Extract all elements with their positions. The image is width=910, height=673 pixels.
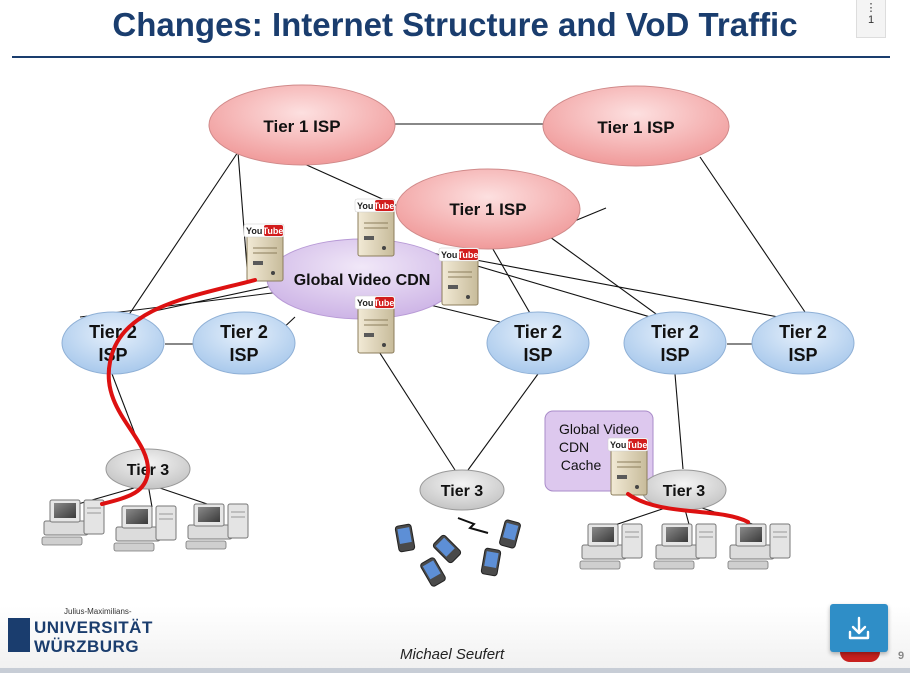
tier2-isp-node: Tier 2 ISP (623, 311, 727, 375)
title-divider (12, 56, 890, 58)
mobile-phone-icon (480, 547, 502, 577)
svg-text:Tube: Tube (458, 250, 479, 260)
page-number: 9 (898, 650, 905, 662)
mobile-phone-icon (419, 556, 447, 588)
tier2-isp-label-line1: Tier 2 (514, 322, 562, 342)
tier2-isp-label-line2: ISP (788, 345, 817, 365)
download-button[interactable] (830, 604, 888, 652)
mobile-phone-icon (498, 518, 522, 550)
tier2-isp-node: Tier 2 ISP (61, 311, 165, 375)
page-tab[interactable]: ⋮1 (856, 0, 886, 38)
tier2-isp-label-line2: ISP (229, 345, 258, 365)
desktop-computer-icon (727, 523, 791, 570)
tier2-isp-label-line1: Tier 2 (651, 322, 699, 342)
slide-title: Changes: Internet Structure and VoD Traf… (112, 6, 798, 43)
tier1-isp-node: Tier 1 ISP (208, 84, 396, 166)
svg-text:You: You (441, 250, 457, 260)
tier3-isp-label: Tier 3 (663, 483, 706, 500)
desktop-computer-icon (113, 505, 177, 552)
wireless-bolt-icon (457, 517, 489, 534)
author-name: Michael Seufert (400, 646, 505, 663)
desktop-computer-icon (41, 499, 105, 546)
tier2-isp-node: Tier 2 ISP (486, 311, 590, 375)
tier2-isp-node: Tier 2 ISP (751, 311, 855, 375)
tier1-isp-node: Tier 1 ISP (395, 168, 581, 250)
mobile-phone-icon (431, 533, 463, 565)
tier2-isp-label-line1: Tier 2 (220, 322, 268, 342)
youtube-server-icon: You Tube (354, 198, 396, 257)
delivery-path-cdn (100, 278, 257, 506)
cache-label-line1: Global Video (559, 421, 639, 437)
tier3-isp-node: Tier 3 (419, 469, 505, 511)
tier1-isp-label: Tier 1 ISP (597, 118, 674, 137)
tier3-isp-node: Tier 3 (641, 469, 727, 511)
mobile-phone-icon (394, 523, 416, 553)
youtube-server-icon: You Tube (607, 437, 649, 496)
svg-text:You: You (357, 201, 373, 211)
desktop-computer-icon (579, 523, 643, 570)
svg-text:Tube: Tube (374, 201, 395, 211)
svg-text:You: You (357, 298, 373, 308)
cache-label-line3: Cache (561, 457, 602, 473)
bottom-strip (0, 668, 910, 673)
tier2-isp-node: Tier 2 ISP (192, 311, 296, 375)
desktop-computer-icon (653, 523, 717, 570)
svg-text:Tube: Tube (374, 298, 395, 308)
logo-line1: UNIVERSITÄT (34, 618, 153, 637)
tier2-isp-label-line1: Tier 2 (89, 322, 137, 342)
university-logo: Julius-Maximilians- UNIVERSITÄT WÜRZBURG (8, 606, 158, 662)
page-tab-number: 1 (867, 14, 875, 26)
logo-emblem (8, 618, 30, 652)
svg-text:You: You (610, 440, 626, 450)
desktop-computer-icon (185, 503, 249, 550)
cache-label-line2: CDN (559, 439, 589, 455)
tier1-isp-node: Tier 1 ISP (542, 85, 730, 167)
logo-line2: WÜRZBURG (34, 637, 140, 656)
footer-band (0, 606, 910, 673)
tier1-isp-label: Tier 1 ISP (449, 200, 526, 219)
network-diagram: Tier 1 ISP Tier 1 ISP Tier 1 ISP Global … (41, 84, 855, 588)
tier2-isp-label-line2: ISP (660, 345, 689, 365)
tier1-isp-label: Tier 1 ISP (263, 117, 340, 136)
svg-text:Tube: Tube (263, 226, 284, 236)
cdn-label: Global Video CDN (294, 272, 431, 289)
download-icon (848, 616, 870, 640)
youtube-server-icon: You Tube (354, 295, 396, 354)
footer-decoration (840, 652, 880, 662)
tier2-isp-label-line1: Tier 2 (779, 322, 827, 342)
svg-text:You: You (246, 226, 262, 236)
youtube-server-icon: You Tube (243, 223, 285, 282)
youtube-server-icon: You Tube (438, 247, 480, 306)
tier3-isp-label: Tier 3 (441, 483, 484, 500)
logo-small-text: Julius-Maximilians- (64, 607, 132, 616)
delivery-path-cache (626, 492, 750, 524)
tier2-isp-label-line2: ISP (523, 345, 552, 365)
svg-text:Tube: Tube (627, 440, 648, 450)
